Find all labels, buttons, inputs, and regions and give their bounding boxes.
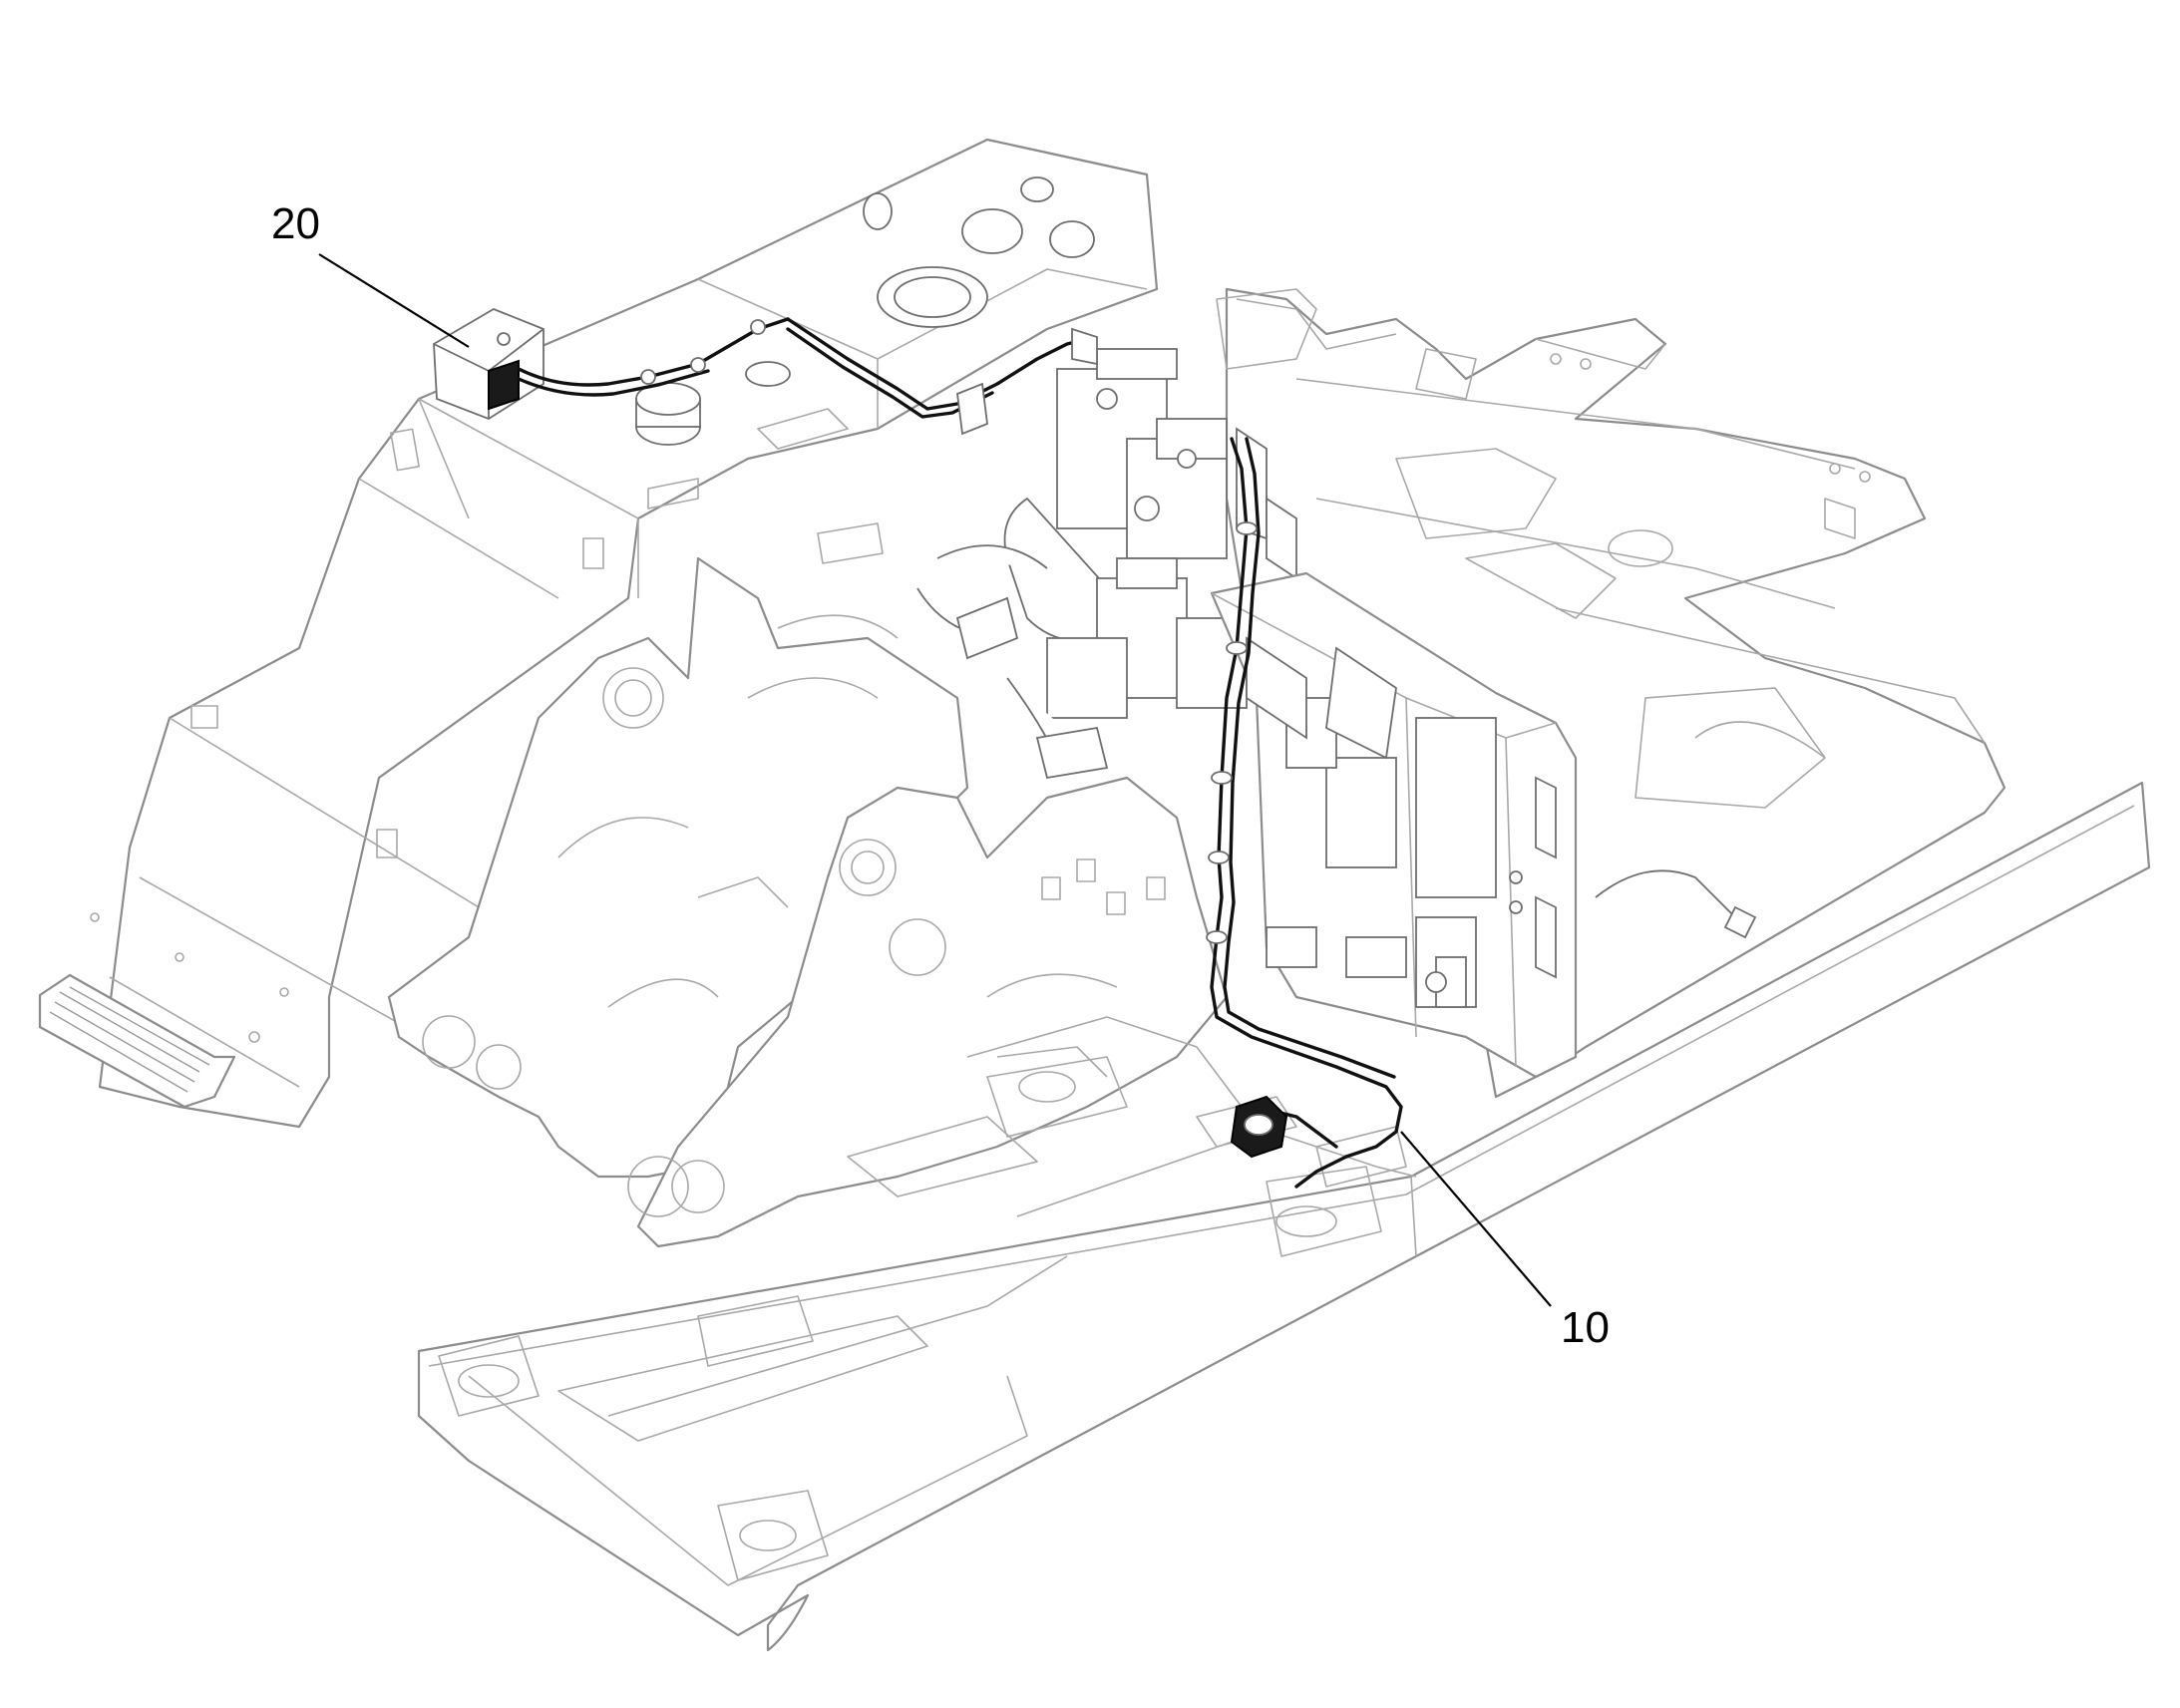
callout-20: 20 <box>271 199 320 248</box>
step <box>38 973 236 1109</box>
electrical-box <box>1210 571 1757 1079</box>
lower-frame <box>417 781 2151 1652</box>
valve-block <box>916 348 1297 780</box>
center-platform <box>847 1016 1417 1217</box>
leader-line-20 <box>318 253 470 348</box>
item-20-component <box>433 308 1098 436</box>
item-10-harness <box>1206 437 1403 1189</box>
callout-10: 10 <box>1561 1303 1610 1352</box>
boom-mount <box>387 556 1229 1248</box>
leader-line-10 <box>1400 1131 1552 1307</box>
